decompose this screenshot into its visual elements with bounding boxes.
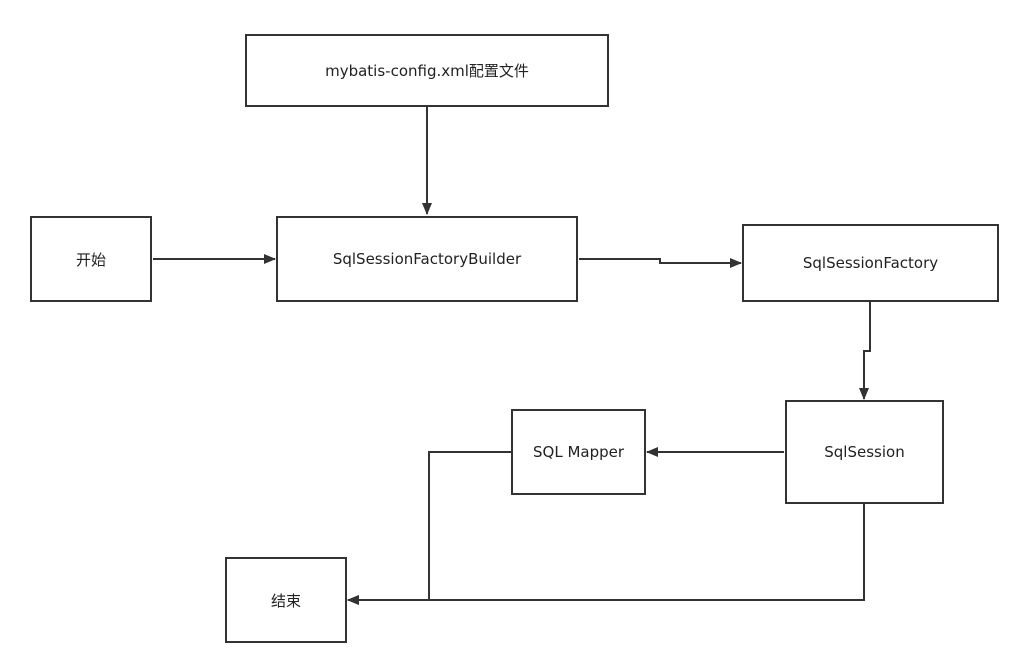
node-end: 结束 [225, 557, 347, 643]
edge-factory-to-session [859, 302, 871, 400]
node-mapper-label: SQL Mapper [532, 443, 625, 461]
node-start: 开始 [30, 216, 152, 302]
node-session-label: SqlSession [824, 443, 905, 461]
node-factory: SqlSessionFactory [742, 224, 999, 302]
node-mapper: SQL Mapper [511, 409, 646, 495]
edge-session-to-end [347, 504, 865, 605]
node-builder-label: SqlSessionFactoryBuilder [332, 250, 522, 268]
node-config-label: mybatis-config.xml配置文件 [325, 62, 529, 80]
node-end-label: 结束 [270, 591, 301, 610]
node-session: SqlSession [785, 400, 944, 504]
edge-mapper-to-end [347, 451, 511, 605]
node-start-label: 开始 [75, 250, 106, 269]
node-config: mybatis-config.xml配置文件 [245, 34, 609, 107]
edge-builder-to-factory [579, 258, 742, 268]
node-factory-label: SqlSessionFactory [802, 254, 939, 272]
node-builder: SqlSessionFactoryBuilder [276, 216, 578, 302]
